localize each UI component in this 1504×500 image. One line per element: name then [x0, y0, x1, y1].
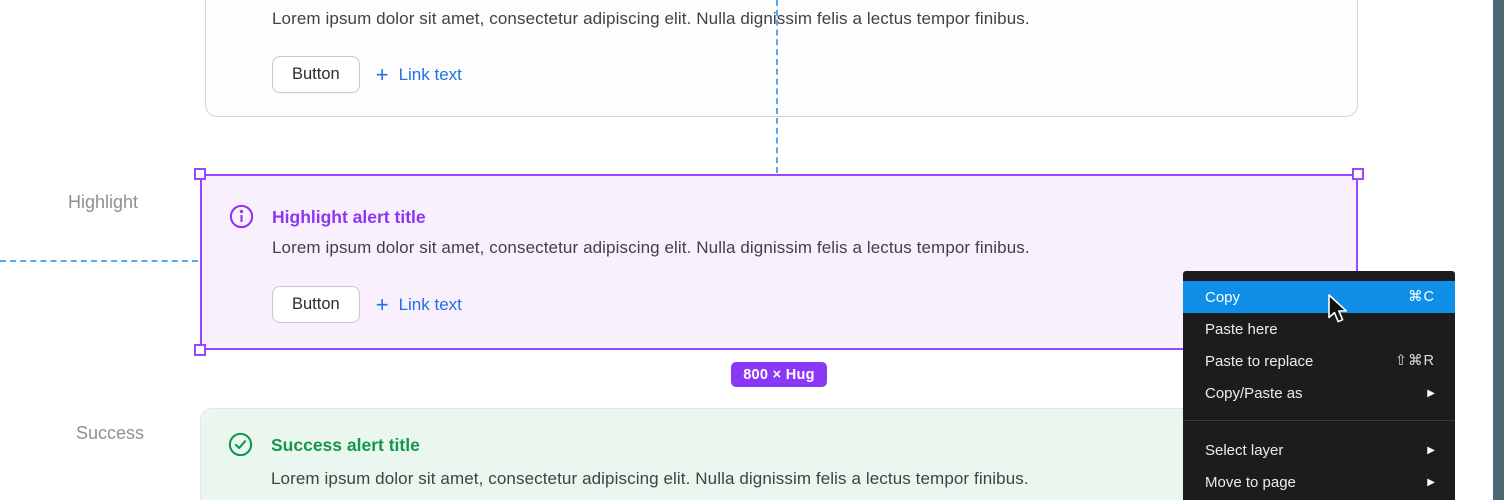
selection-handle-top-left[interactable]	[194, 168, 206, 180]
selection-size-badge: 800 × Hug	[731, 362, 827, 387]
window-edge-strip	[1493, 0, 1504, 500]
menu-item-label: Paste here	[1205, 320, 1278, 338]
horizontal-guide-line	[0, 260, 198, 262]
alert-body-text: Lorem ipsum dolor sit amet, consectetur …	[272, 9, 1030, 28]
section-label-highlight[interactable]: Highlight	[68, 192, 139, 212]
submenu-arrow-icon: ▶	[1427, 387, 1435, 399]
alert-link-label: Link text	[398, 294, 462, 314]
menu-item-copy[interactable]: Copy ⌘C	[1183, 281, 1455, 313]
menu-item-label: Select layer	[1205, 441, 1284, 459]
alert-body-text: Lorem ipsum dolor sit amet, consectetur …	[271, 469, 1029, 488]
alert-link-label: Link text	[398, 64, 462, 84]
alert-link[interactable]: + Link text	[375, 291, 462, 317]
menu-item-label: Paste to replace	[1205, 352, 1314, 370]
info-icon	[229, 204, 254, 229]
selection-handle-top-right[interactable]	[1352, 168, 1364, 180]
section-label-success[interactable]: Success	[76, 423, 145, 443]
alert-button[interactable]: Button	[272, 56, 360, 93]
menu-shortcut: ⇧⌘R	[1394, 353, 1435, 369]
menu-item-select-layer[interactable]: Select layer ▶	[1183, 434, 1455, 466]
plus-icon: +	[375, 291, 389, 317]
menu-item-paste-to-replace[interactable]: Paste to replace ⇧⌘R	[1183, 345, 1455, 377]
menu-item-paste-here[interactable]: Paste here	[1183, 313, 1455, 345]
check-circle-icon	[228, 432, 253, 457]
menu-item-copy-paste-as[interactable]: Copy/Paste as ▶	[1183, 377, 1455, 409]
menu-item-label: Copy	[1205, 288, 1241, 306]
alert-title: Success alert title	[271, 435, 420, 455]
alert-link[interactable]: + Link text	[375, 61, 462, 87]
alert-title: Highlight alert title	[272, 207, 426, 227]
submenu-arrow-icon: ▶	[1427, 444, 1435, 456]
plus-icon: +	[375, 61, 389, 87]
menu-item-label: Copy/Paste as	[1205, 384, 1303, 402]
alert-button[interactable]: Button	[272, 286, 360, 323]
selection-handle-bottom-left[interactable]	[194, 344, 206, 356]
menu-separator	[1183, 420, 1455, 421]
menu-shortcut: ⌘C	[1408, 289, 1435, 305]
menu-item-move-to-page[interactable]: Move to page ▶	[1183, 466, 1455, 498]
alert-card-highlight[interactable]: Highlight alert title Lorem ipsum dolor …	[200, 174, 1358, 350]
alert-card-info[interactable]: Lorem ipsum dolor sit amet, consectetur …	[205, 0, 1358, 117]
vertical-guide-line	[776, 0, 778, 173]
alert-body-text: Lorem ipsum dolor sit amet, consectetur …	[272, 238, 1030, 257]
menu-item-label: Move to page	[1205, 473, 1296, 491]
alert-card-success[interactable]: Success alert title Lorem ipsum dolor si…	[200, 408, 1358, 500]
context-menu: Copy ⌘C Paste here Paste to replace ⇧⌘R …	[1183, 271, 1455, 500]
submenu-arrow-icon: ▶	[1427, 476, 1435, 488]
